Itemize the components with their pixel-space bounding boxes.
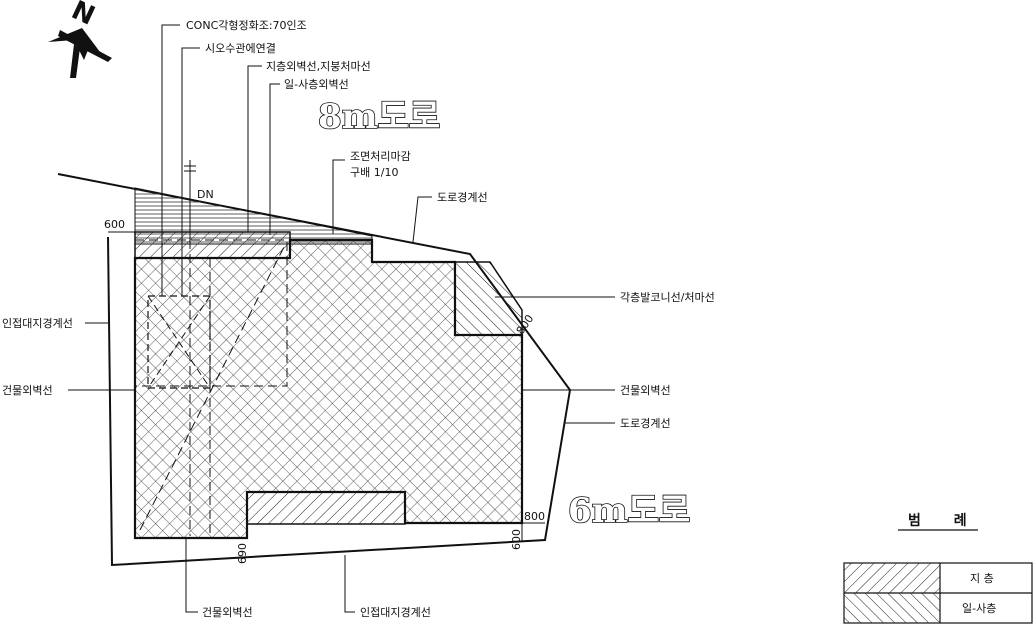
legend-swatch-back: [844, 593, 940, 623]
callout-ground-wall: 지층외벽선,지붕처마선: [266, 60, 371, 73]
road-boundary-outline: [57, 173, 572, 567]
north-letter: N: [67, 0, 99, 32]
dim-600-top: 600: [104, 218, 125, 231]
callout-first-wall: 일-사층외벽선: [284, 77, 349, 91]
road-south-label: 6m도로: [568, 491, 690, 531]
ground-floor-band-top: [134, 231, 291, 259]
north-arrow-icon: N: [48, 0, 112, 78]
legend-label-ground: 지 층: [970, 572, 994, 585]
legend: 범 례 지 층 일-사층: [843, 513, 1033, 624]
leader-lines: [68, 24, 615, 613]
ground-floor-band-bottom: [246, 491, 406, 525]
dim-690: 690: [236, 543, 249, 564]
dimension-marks: [108, 231, 545, 542]
callout-balcony: 각층발코니선/처마선: [620, 291, 715, 304]
callout-building-wall-right: 건물외벽선: [620, 384, 671, 397]
callout-adjacent-left: 인접대지경계선: [2, 317, 73, 330]
callout-conc: CONC각형정화조:70인조: [186, 19, 307, 32]
callout-road-boundary-top: 도로경계선: [437, 191, 488, 204]
callout-building-wall-left: 건물외벽선: [2, 384, 53, 397]
callout-road-boundary-right: 도로경계선: [620, 417, 671, 430]
callout-landscape-2: 구배 1/10: [350, 166, 398, 179]
legend-swatch-forward: [844, 563, 940, 593]
ground-wall-dashed: [134, 239, 288, 387]
dim-800-right: 800: [524, 510, 545, 523]
legend-label-upper: 일-사층: [962, 601, 996, 615]
callout-landscape-1: 조면처리마감: [350, 150, 411, 163]
callout-sewer: 시오수관에연결: [205, 42, 276, 55]
legend-title: 범 례: [908, 513, 981, 529]
balcony-area: [454, 261, 523, 336]
dn-label: DN: [197, 188, 214, 201]
callout-building-wall-bottom: 건물외벽선: [202, 606, 253, 619]
callout-adjacent-bottom: 인접대지경계선: [360, 606, 431, 619]
road-north-label: 8m도로: [318, 97, 440, 137]
dim-600-bottom: 600: [510, 529, 523, 550]
